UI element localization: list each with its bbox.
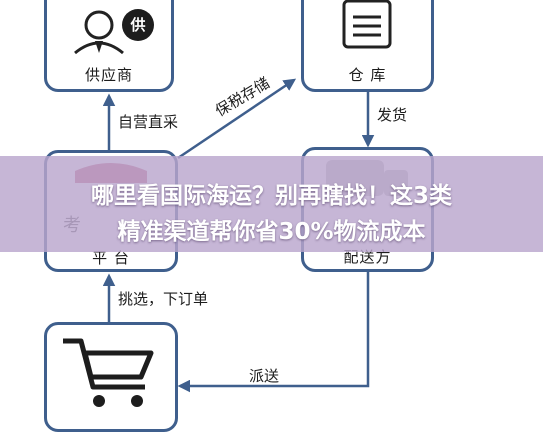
edge-label-ship: 发货 — [377, 106, 408, 124]
supplier-label: 供应商 — [84, 66, 133, 84]
connector-layer — [102, 78, 375, 393]
banner-line-2: 精准渠道帮你省30%物流成本 — [117, 219, 426, 245]
edge-label-select-order: 挑选，下订单 — [118, 290, 209, 308]
supplier-node: 供 供应商 — [44, 0, 174, 92]
shopping-cart-icon — [63, 338, 154, 407]
warehouse-node: 仓 库 — [301, 0, 434, 92]
banner-line-1: 哪里看国际海运？别再瞎找！这3类 — [90, 183, 452, 209]
warehouse-label: 仓 库 — [348, 66, 387, 84]
edge-label-direct-purchase: 自营直采 — [118, 113, 179, 131]
arrow-platform-to-warehouse — [177, 78, 297, 160]
customer-node — [44, 322, 178, 432]
supplier-badge: 供 — [130, 16, 146, 34]
supplier-person-icon — [74, 9, 154, 55]
edge-label-dispatch: 派送 — [249, 367, 280, 385]
arrow-delivery-to-customer — [177, 272, 370, 393]
title-banner: 哪里看国际海运？别再瞎找！这3类 精准渠道帮你省30%物流成本 — [0, 156, 543, 252]
platform-label: 平 台 — [92, 249, 130, 267]
delivery-label: 配送方 — [343, 248, 392, 266]
document-icon — [342, 0, 392, 49]
